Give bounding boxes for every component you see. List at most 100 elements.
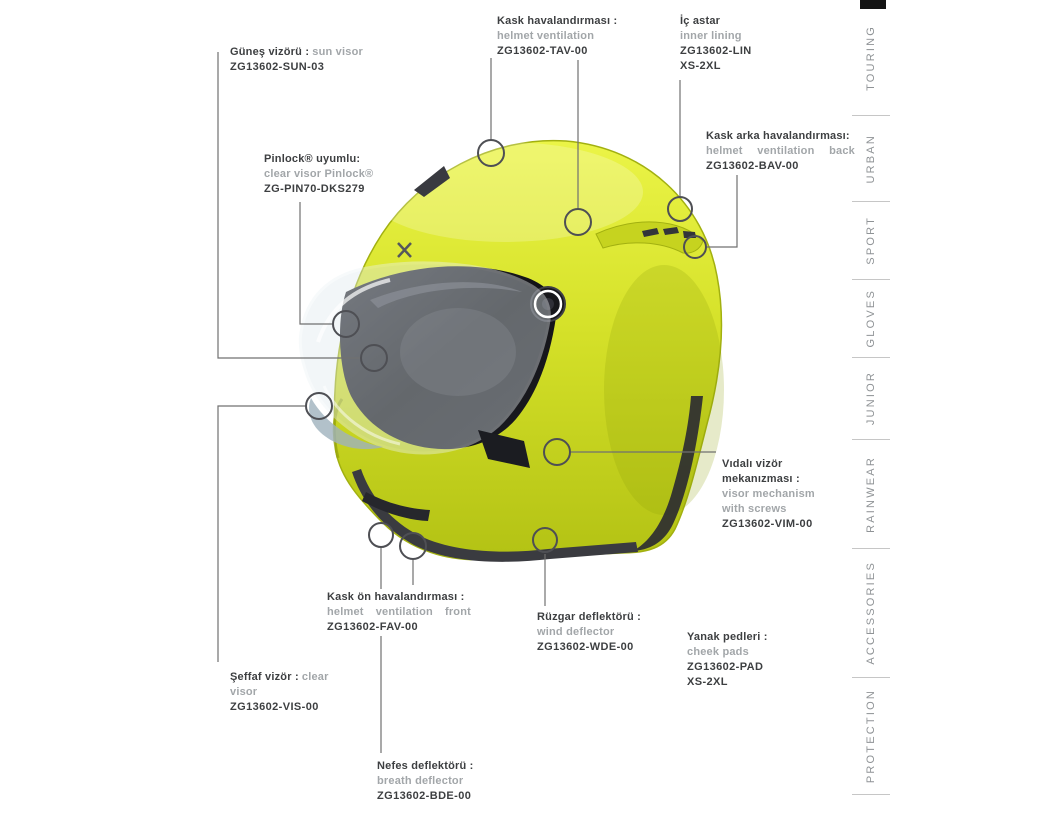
callout-title: Kask havalandırması :	[497, 15, 618, 27]
callout-title: Vıdalı vizör mekanızması :	[722, 458, 800, 485]
part-markers	[305, 139, 707, 560]
clear-visor-shield	[298, 261, 551, 455]
marker-visor-mechanism	[543, 438, 571, 466]
callout-code: ZG13602-SUN-03	[230, 61, 325, 73]
callout-subtitle: wind deflector	[537, 626, 615, 638]
sidebar-item-label: TOURING	[865, 24, 877, 91]
marker-wind-deflector	[532, 527, 558, 553]
callout-title: Rüzgar deflektörü :	[537, 611, 642, 623]
callout-code: ZG13602-BDE-00	[377, 790, 472, 802]
callout-title: Yanak pedleri :	[687, 631, 768, 643]
sidebar-item-label: RAINWEAR	[865, 455, 877, 533]
sidebar-item-accessories[interactable]: ACCESSORIES	[852, 549, 890, 678]
callout-code: ZG13602-VIM-00	[722, 518, 813, 530]
callout-lines	[217, 52, 738, 753]
visor-pivot-screw	[542, 298, 554, 310]
callout-inner-lining: İç astar inner lining ZG13602-LIN XS-2XL	[678, 13, 758, 75]
callout-size: XS-2XL	[680, 60, 721, 72]
brand-logo-icon	[397, 242, 412, 258]
callout-title: Pinlock® uyumlu:	[264, 153, 361, 165]
callout-title: Nefes deflektörü :	[377, 760, 474, 772]
sidebar-item-rainwear[interactable]: RAINWEAR	[852, 440, 890, 549]
callout-visor-mechanism: Vıdalı vizör mekanızması : visor mechani…	[720, 456, 817, 533]
marker-front-vent	[399, 532, 427, 560]
callout-subtitle: helmet ventilation	[497, 30, 595, 42]
callout-code: ZG13602-VIS-00	[230, 701, 319, 713]
sidebar-item-protection[interactable]: PROTECTION	[852, 678, 890, 795]
marker-helmet-vent	[564, 208, 592, 236]
callout-subtitle: clear visor Pinlock®	[264, 168, 374, 180]
line-back-vent	[707, 172, 738, 248]
callout-ventilation-front: Kask ön havalandırması : helmet ventilat…	[325, 589, 473, 636]
callout-subtitle: helmet ventilation front	[327, 606, 471, 618]
callout-cheek-pads: Yanak pedleri : cheek pads ZG13602-PAD X…	[685, 629, 775, 691]
callout-code: ZG13602-PAD	[687, 661, 764, 673]
sidebar-item-label: JUNIOR	[865, 371, 877, 426]
callout-title: Şeffaf vizör :	[230, 671, 299, 683]
visor-opening	[339, 266, 557, 450]
chin-vent	[362, 492, 430, 521]
callout-clear-visor: Şeffaf vizör : clear visor ZG13602-VIS-0…	[228, 669, 340, 716]
callout-code: ZG13602-WDE-00	[537, 641, 634, 653]
callout-subtitle: inner lining	[680, 30, 742, 42]
marker-sun-visor	[360, 344, 388, 372]
sidebar-item-label: PROTECTION	[865, 688, 877, 784]
page-corner-tab	[860, 0, 886, 9]
callout-title: Kask ön havalandırması :	[327, 591, 465, 603]
category-sidebar: TOURING URBAN SPORT GLOVES JUNIOR RAINWE…	[852, 0, 890, 795]
callout-helmet-ventilation: Kask havalandırması : helmet ventilation…	[495, 13, 645, 60]
callout-code: ZG13602-FAV-00	[327, 621, 418, 633]
marker-pinlock	[332, 310, 360, 338]
shell-highlight	[367, 142, 643, 242]
interior-glow	[400, 308, 516, 396]
sidebar-item-sport[interactable]: SPORT	[852, 202, 890, 280]
callout-subtitle: clear visor	[230, 671, 329, 698]
callout-title: Kask arka havalandırması:	[706, 130, 850, 142]
sidebar-item-urban[interactable]: URBAN	[852, 116, 890, 202]
callout-sun-visor: Güneş vizörü : sun visor ZG13602-SUN-03	[228, 44, 398, 76]
marker-clear-visor	[305, 392, 333, 420]
visor-opening-streak	[370, 282, 522, 308]
sidebar-item-label: GLOVES	[865, 289, 877, 348]
callout-pinlock: Pinlock® uyumlu: clear visor Pinlock® ZG…	[262, 151, 397, 198]
sidebar-item-label: URBAN	[865, 133, 877, 184]
sidebar-item-label: SPORT	[865, 216, 877, 265]
marker-breath-deflector	[368, 522, 394, 548]
visor-reflection	[316, 278, 391, 343]
callout-code: ZG13602-TAV-00	[497, 45, 588, 57]
shell-shading	[604, 265, 724, 515]
side-vent	[478, 430, 530, 468]
rear-vent-slit	[642, 228, 659, 237]
marker-visor-pivot	[533, 289, 563, 319]
callout-subtitle: breath deflector	[377, 775, 464, 787]
sidebar-item-label: ACCESSORIES	[865, 561, 877, 665]
callout-title: İç astar	[680, 15, 721, 27]
callout-subtitle: sun visor	[312, 46, 363, 58]
sun-visor-tip	[309, 398, 383, 450]
top-vent-fin	[414, 166, 450, 197]
line-sun-visor	[217, 52, 360, 359]
callout-subtitle: helmet ventilation back	[706, 145, 855, 157]
sidebar-item-junior[interactable]: JUNIOR	[852, 358, 890, 440]
visor-reflection	[322, 385, 401, 446]
callout-code: ZG13602-LIN	[680, 45, 752, 57]
callout-ventilation-back: Kask arka havalandırması: helmet ventila…	[704, 128, 857, 175]
marker-back-vent	[683, 235, 707, 259]
callout-breath-deflector: Nefes deflektörü : breath deflector ZG13…	[375, 758, 505, 805]
callout-code: ZG13602-BAV-00	[706, 160, 799, 172]
callout-subtitle: visor mechanism with screws	[722, 488, 815, 515]
rear-vent-slit	[663, 227, 679, 235]
callout-code: ZG-PIN70-DKS279	[264, 183, 365, 195]
sidebar-item-gloves[interactable]: GLOVES	[852, 280, 890, 358]
sidebar-item-touring[interactable]: TOURING	[852, 0, 890, 116]
neck-roll	[633, 396, 703, 551]
callout-subtitle: cheek pads	[687, 646, 749, 658]
chin-edge	[332, 398, 344, 459]
callout-wind-deflector: Rüzgar deflektörü : wind deflector ZG136…	[535, 609, 655, 656]
marker-top-vent	[477, 139, 505, 167]
line-clear-visor	[217, 405, 305, 662]
line-pinlock	[299, 202, 332, 325]
marker-inner-lining	[667, 196, 693, 222]
